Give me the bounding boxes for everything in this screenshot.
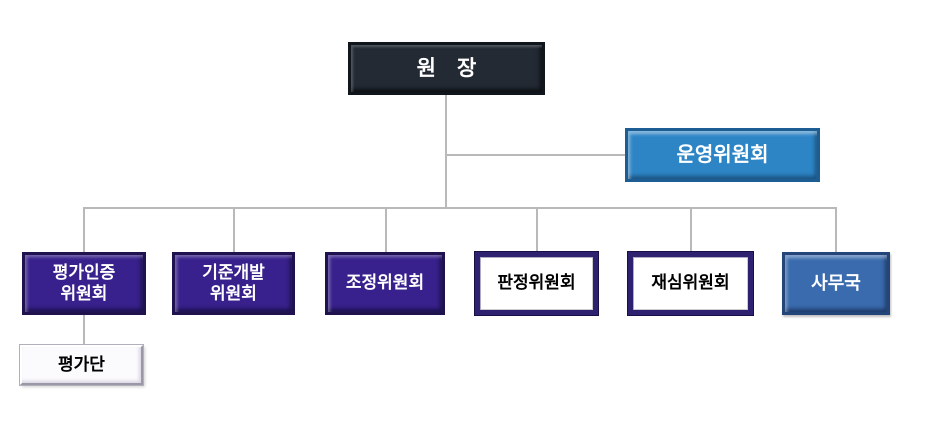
connector-drop-4: [536, 207, 538, 252]
node-evaluation-team-label: 평가단: [58, 354, 105, 374]
connector-row-horizontal: [83, 207, 837, 209]
connector-drop-5: [690, 207, 692, 252]
connector-director-vertical: [445, 95, 447, 209]
node-director-label: 원 장: [416, 56, 477, 80]
connector-evaluation-team-drop: [83, 315, 85, 345]
node-label-line: 위원회: [210, 283, 257, 303]
node-steering-committee: 운영위원회: [625, 128, 820, 182]
node-label-line: 조정위원회: [345, 273, 425, 293]
node-adjudication-committee: 판정위원회: [475, 252, 598, 315]
node-label-line: 판정위원회: [497, 273, 576, 293]
connector-drop-3: [385, 207, 387, 252]
node-steering-committee-label: 운영위원회: [676, 143, 769, 166]
node-label-line: 평가인증: [52, 262, 116, 282]
node-director: 원 장: [348, 42, 545, 95]
node-label-line: 위원회: [60, 283, 108, 303]
node-standards-development-committee: 기준개발 위원회: [172, 252, 295, 315]
node-evaluation-team: 평가단: [20, 345, 143, 385]
connector-drop-6: [835, 207, 837, 252]
node-label-line: 기준개발: [202, 262, 265, 282]
node-label-line: 사무국: [811, 272, 861, 293]
node-secretariat: 사무국: [782, 252, 890, 315]
node-coordination-committee: 조정위원회: [325, 252, 445, 315]
node-evaluation-accreditation-committee: 평가인증 위원회: [22, 252, 146, 315]
connector-drop-1: [83, 207, 85, 252]
connector-drop-2: [233, 207, 235, 252]
connector-steering-horizontal: [446, 154, 625, 156]
node-re-examination-committee: 재심위원회: [628, 252, 753, 315]
node-label-line: 재심위원회: [651, 273, 730, 293]
